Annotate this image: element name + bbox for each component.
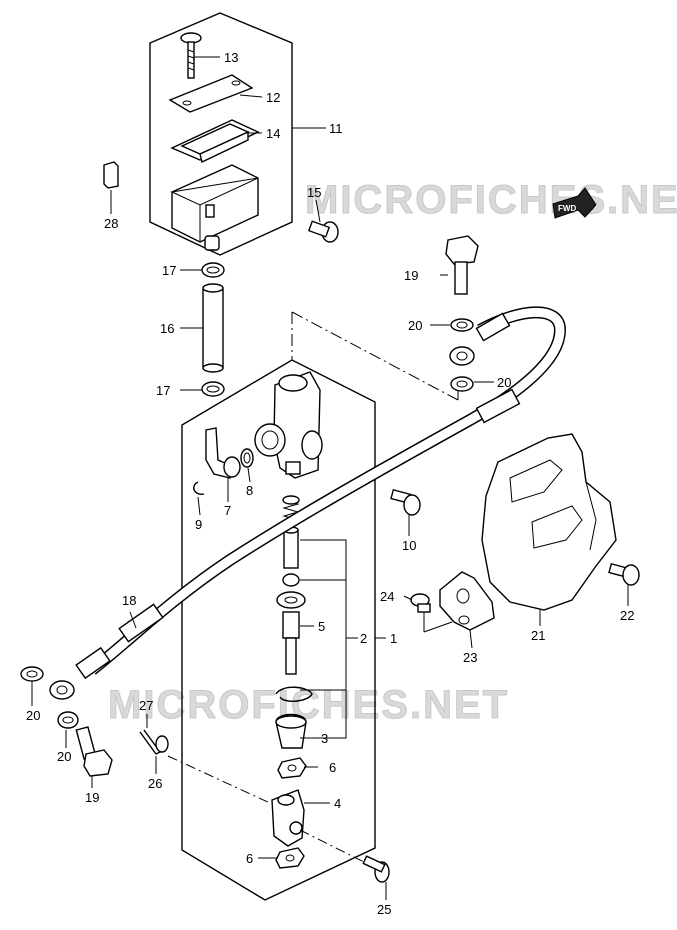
bracket-screw — [410, 593, 431, 613]
reservoir-diaphragm — [170, 119, 260, 164]
clevis-pin — [362, 855, 390, 883]
washer-lower-1 — [20, 666, 44, 682]
clevis-pin-line — [299, 829, 373, 867]
washer-lower-2 — [57, 711, 79, 729]
callout-10: 10 — [402, 538, 416, 553]
leader-lines — [31, 56, 629, 900]
brake-hose — [49, 306, 567, 700]
callout-9: 9 — [195, 517, 202, 532]
watermark-top: MICROFICHES.NET — [305, 178, 677, 222]
washer-upper-1 — [450, 318, 474, 332]
cover-bolt — [390, 488, 421, 516]
lock-nut-upper — [277, 757, 307, 779]
boot — [275, 713, 307, 749]
reservoir-screw — [180, 32, 202, 79]
fwd-arrow-icon: FWD — [552, 187, 597, 219]
callout-12: 12 — [266, 90, 280, 105]
callout-2: 2 — [360, 631, 367, 646]
reservoir-assembly-outline — [149, 12, 293, 256]
callout-1: 1 — [390, 631, 397, 646]
callout-4: 4 — [334, 796, 341, 811]
reservoir-cap — [168, 74, 254, 113]
washer-upper-2 — [450, 376, 474, 392]
hose-clamp-top — [201, 262, 225, 278]
callout-18: 18 — [122, 593, 136, 608]
snap-ring — [275, 686, 313, 702]
cotter-pin — [139, 729, 162, 755]
callout-16: 16 — [160, 321, 174, 336]
reservoir-bolt — [307, 220, 339, 243]
callout-26: 26 — [148, 776, 162, 791]
callout-11: 11 — [329, 121, 343, 136]
lock-nut-lower — [275, 847, 305, 869]
callout-13: 13 — [224, 50, 238, 65]
callout-5: 5 — [318, 619, 325, 634]
cover-bolt-22 — [608, 562, 640, 586]
callout-6-top: 6 — [329, 760, 336, 775]
seal-block — [103, 161, 119, 189]
callout-23: 23 — [463, 650, 477, 665]
callout-7: 7 — [224, 503, 231, 518]
callout-19-bottom: 19 — [85, 790, 99, 805]
callout-24: 24 — [380, 589, 394, 604]
callout-8: 8 — [246, 483, 253, 498]
o-ring — [240, 448, 254, 468]
callout-17-bottom: 17 — [156, 383, 170, 398]
callout-27: 27 — [139, 698, 153, 713]
reservoir-hose — [202, 283, 224, 373]
banjo-bolt-upper — [445, 235, 479, 295]
inlet-fitting — [205, 427, 241, 479]
callout-19-top: 19 — [404, 268, 418, 283]
reservoir-body — [170, 164, 259, 251]
piston-rod — [276, 591, 306, 675]
hose-clamp-bottom — [201, 381, 225, 397]
callout-14: 14 — [266, 126, 280, 141]
push-rod-clevis — [271, 789, 305, 847]
master-cylinder-body — [254, 371, 323, 479]
master-cylinder-cover — [481, 433, 617, 611]
callout-20-d: 20 — [57, 749, 71, 764]
kit-bracket-2 — [300, 539, 347, 739]
secondary-cup — [282, 573, 300, 587]
callout-22: 22 — [620, 608, 634, 623]
callout-15: 15 — [307, 185, 321, 200]
callout-6-bottom: 6 — [246, 851, 253, 866]
callout-25: 25 — [377, 902, 391, 917]
callout-21: 21 — [531, 628, 545, 643]
cover-bracket — [439, 571, 495, 631]
washer-26 — [155, 735, 169, 753]
banjo-bolt-lower — [75, 726, 113, 777]
callout-20-b: 20 — [497, 375, 511, 390]
callout-20-a: 20 — [408, 318, 422, 333]
callout-20-c: 20 — [26, 708, 40, 723]
callout-28: 28 — [104, 216, 118, 231]
piston-cup — [283, 526, 299, 569]
callout-17-top: 17 — [162, 263, 176, 278]
callout-3: 3 — [321, 731, 328, 746]
retaining-clip — [193, 481, 205, 495]
svg-text:FWD: FWD — [558, 204, 576, 213]
